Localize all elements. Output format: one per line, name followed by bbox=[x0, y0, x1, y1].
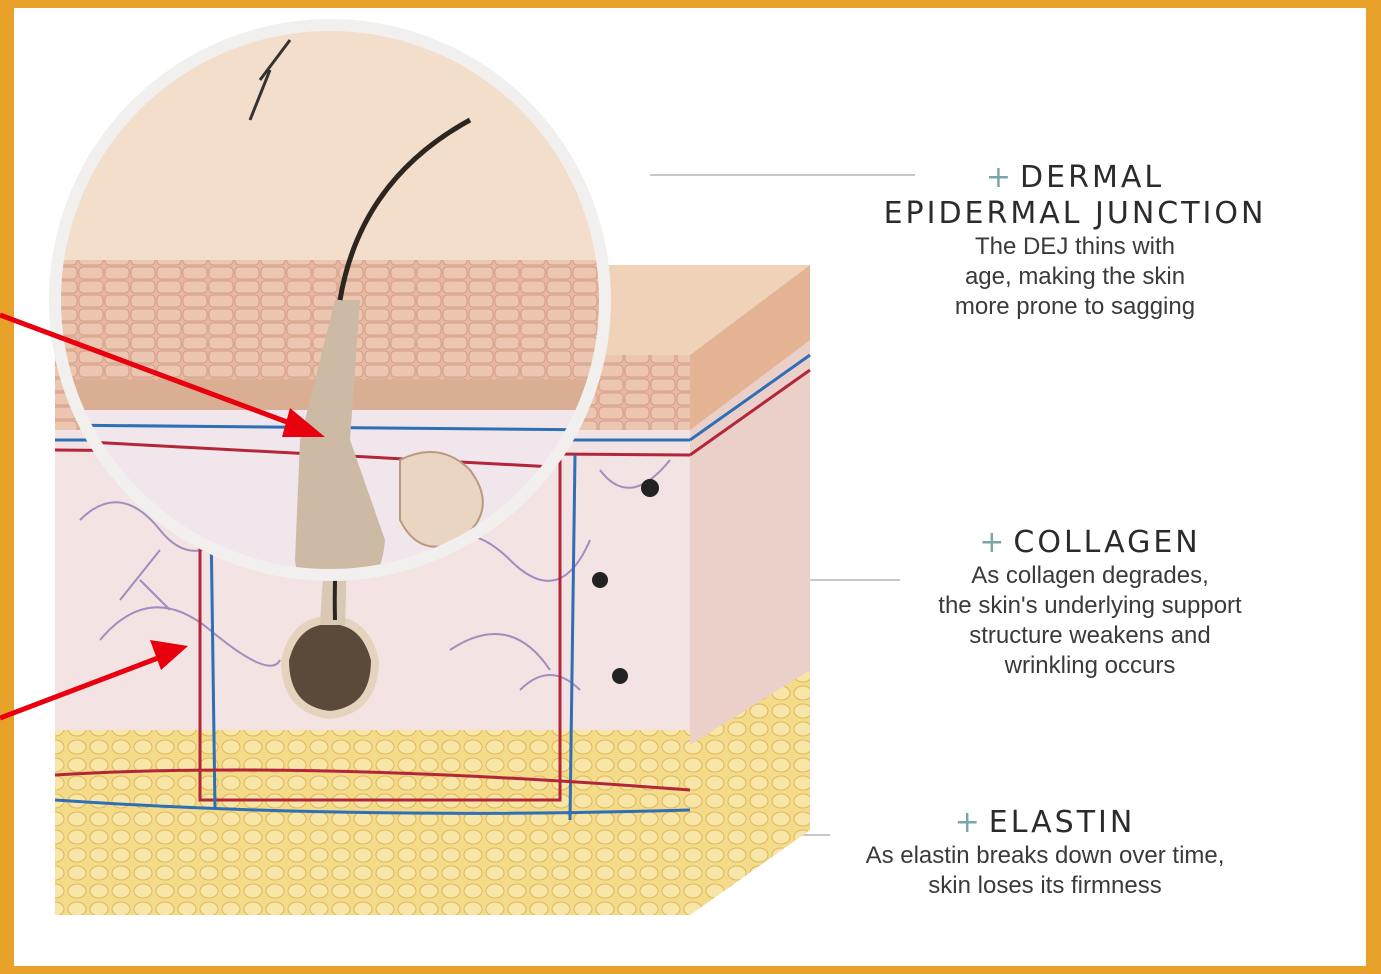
dej-callout: +DERMAL EPIDERMAL JUNCTION The DEJ thins… bbox=[830, 160, 1320, 322]
dej-title-line2: EPIDERMAL JUNCTION bbox=[830, 196, 1320, 232]
collagen-title: +COLLAGEN bbox=[880, 525, 1300, 561]
plus-icon: + bbox=[955, 805, 983, 840]
elastin-title: +ELASTIN bbox=[790, 805, 1300, 841]
block-front-fat bbox=[55, 730, 690, 915]
gland-dot bbox=[641, 479, 659, 497]
plus-icon: + bbox=[986, 160, 1014, 195]
gland-dot bbox=[612, 668, 628, 684]
collagen-callout: +COLLAGEN As collagen degrades, the skin… bbox=[880, 525, 1300, 681]
elastin-description: As elastin breaks down over time, skin l… bbox=[790, 841, 1300, 901]
plus-icon: + bbox=[979, 525, 1007, 560]
dej-title-line1: +DERMAL bbox=[830, 160, 1320, 196]
elastin-callout: +ELASTIN As elastin breaks down over tim… bbox=[790, 805, 1300, 901]
gland-dot bbox=[592, 572, 608, 588]
dej-description: The DEJ thins with age, making the skin … bbox=[830, 232, 1320, 322]
collagen-description: As collagen degrades, the skin's underly… bbox=[880, 561, 1300, 681]
